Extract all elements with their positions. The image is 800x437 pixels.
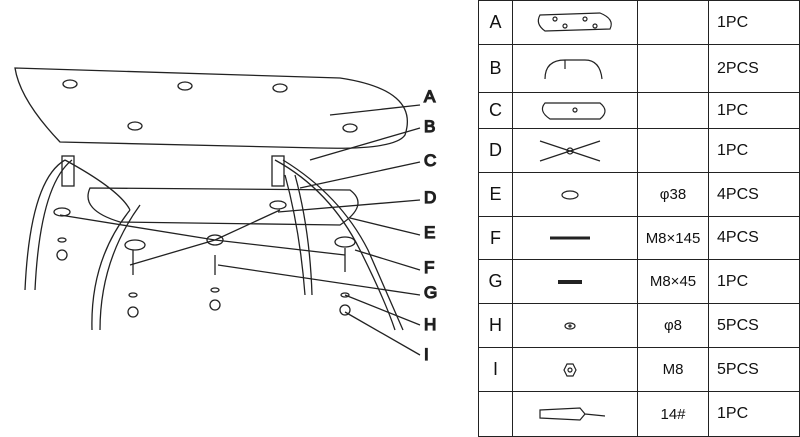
short-bolt-icon [558,279,582,284]
part-picture [512,0,638,45]
leader-lines [217,104,421,356]
part-spec: 14# [637,391,709,437]
part-quantity: 1PC [708,391,800,437]
label-h: H [424,315,436,334]
part-row: G M8×45 1PC [478,259,800,304]
part-spec: M8×145 [637,216,709,260]
part-picture [512,391,638,437]
part-letter: F [478,216,513,260]
part-letter [478,391,513,437]
lower-glass-icon [541,101,606,120]
part-spec [637,44,709,93]
part-picture [512,92,638,129]
part-row: B 2PCS [478,44,800,93]
part-quantity: 4PCS [708,172,800,217]
label-f: F [424,258,434,277]
part-quantity: 4PCS [708,216,800,260]
label-g: G [424,283,437,302]
part-row: E φ38 4PCS [478,172,800,217]
washer-icon [564,321,576,330]
leg-frame-icon [544,58,603,79]
part-letter: G [478,259,513,304]
part-row: H φ8 5PCS [478,303,800,348]
part-row: 14# 1PC [478,391,800,437]
leg-frames-b [24,155,404,331]
part-picture [512,44,638,93]
part-letter: A [478,0,513,45]
hardware [53,200,356,318]
part-picture [512,259,638,304]
part-picture [512,216,638,260]
part-letter: B [478,44,513,93]
label-d: D [424,188,436,207]
part-row: I M8 5PCS [478,347,800,392]
part-picture [512,303,638,348]
label-c: C [424,151,436,170]
label-a: A [424,87,436,106]
wrench-icon [539,407,606,421]
part-spec: M8×45 [637,259,709,304]
long-bolt-icon [550,236,590,240]
cross-bracket-icon [539,139,601,162]
part-letter: E [478,172,513,217]
label-i: I [424,345,429,364]
glass-top-icon [537,11,612,32]
part-quantity: 2PCS [708,44,800,93]
part-quantity: 5PCS [708,303,800,348]
part-row: F M8×145 4PCS [478,216,800,260]
rubber-pad-icon [561,189,579,200]
part-letter: I [478,347,513,392]
part-spec [637,92,709,129]
part-picture [512,172,638,217]
lower-glass-c [87,187,359,226]
part-row: C 1PC [478,92,800,129]
part-row: A 1PC [478,0,800,45]
part-spec: M8 [637,347,709,392]
label-e: E [424,223,435,242]
cross-bracket-d [59,209,346,266]
part-picture [512,128,638,173]
exploded-assembly-diagram: A B C D E F G H I [14,67,438,365]
part-spec [637,0,709,45]
part-picture [512,347,638,392]
part-spec: φ8 [637,303,709,348]
part-letter: D [478,128,513,173]
part-row: D 1PC [478,128,800,173]
part-quantity: 1PC [708,0,800,45]
glass-top-a [14,67,408,149]
part-letter: H [478,303,513,348]
part-quantity: 1PC [708,259,800,304]
part-quantity: 1PC [708,92,800,129]
part-letter: C [478,92,513,129]
nut-icon [563,362,577,377]
part-spec: φ38 [637,172,709,217]
part-spec [637,128,709,173]
label-b: B [424,117,435,136]
part-quantity: 1PC [708,128,800,173]
part-quantity: 5PCS [708,347,800,392]
